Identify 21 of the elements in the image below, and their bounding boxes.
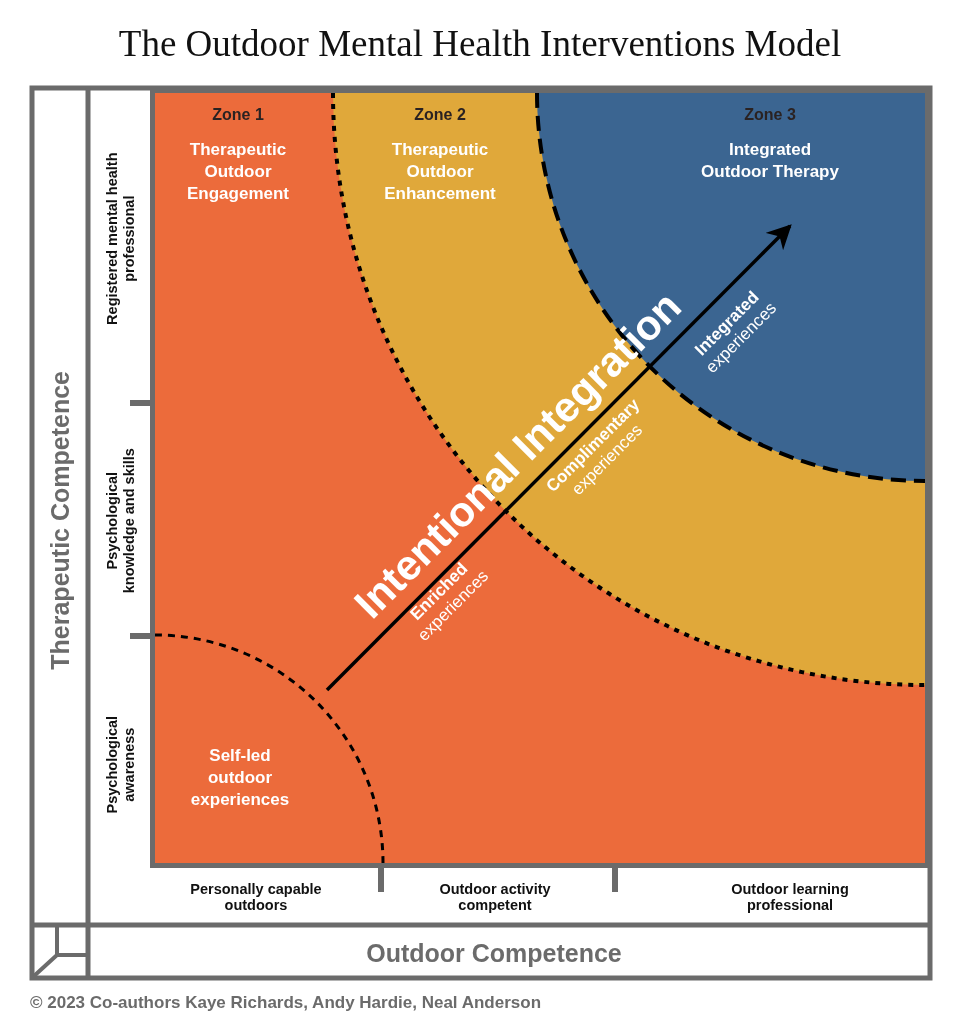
zone-title: Self-led outdoor experiences [189, 745, 291, 812]
zone-title: Therapeutic Outdoor Enhancement [383, 139, 497, 206]
copyright-caption: © 2023 Co-authors Kaye Richards, Andy Hardie, Neal Anderson [30, 993, 542, 1013]
self-led-zone [155, 635, 383, 863]
axis-level-label: Outdoor learning professional [730, 880, 850, 914]
axis-level-label: Psychological knowledge and skills [104, 446, 138, 595]
zone-number: Zone 3 [744, 105, 796, 125]
zone-number: Zone 1 [212, 105, 264, 125]
axis-level-label: Registered mental health professional [104, 150, 138, 327]
diagram-title: The Outdoor Mental Health Interventions Model [117, 22, 843, 65]
zone-title: Integrated Outdoor Therapy [700, 139, 840, 184]
axis-level-label: Outdoor activity competent [438, 880, 552, 914]
axis-title: Therapeutic Competence [45, 369, 75, 672]
axis-level-label: Psychological awareness [104, 714, 138, 815]
zone-title: Therapeutic Outdoor Engagement [186, 139, 290, 206]
zone-region [333, 93, 925, 685]
zone-region [150, 88, 930, 868]
axis-level-label: Personally capable outdoors [189, 880, 323, 914]
arrow [325, 224, 792, 692]
zone-number: Zone 2 [414, 105, 466, 125]
axis-title: Outdoor Competence [365, 938, 623, 968]
